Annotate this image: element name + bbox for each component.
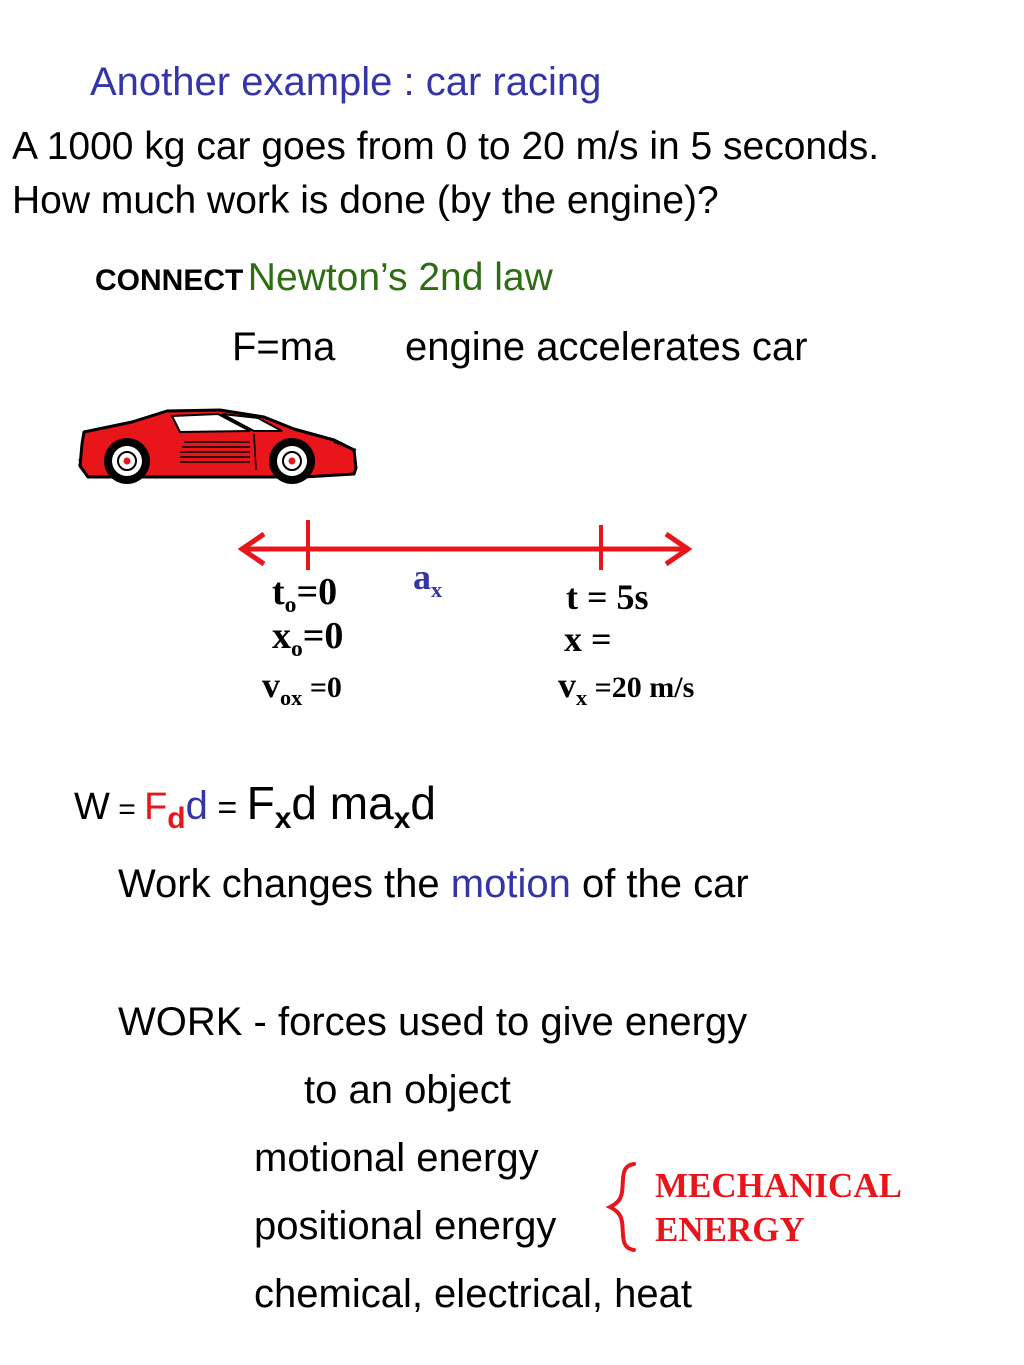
end-time: t = 5s [566,577,649,617]
start-position: xo=0 [272,615,344,663]
end-position: x = [564,619,612,659]
mechanical-energy-label-2: ENERGY [655,1210,805,1249]
work-definition-line-2: to an object [304,1068,511,1112]
start-time: to=0 [272,571,338,619]
newton-law: Newton’s 2nd law [247,256,553,299]
start-velocity: vox =0 [262,665,342,710]
motion-axis-arrow [237,520,693,570]
connect-keyword: CONNECT [95,264,244,297]
problem-line-1: A 1000 kg car goes from 0 to 20 m/s in 5… [12,125,880,168]
energy-type-motional: motional energy [254,1136,539,1180]
mechanical-energy-label-1: MECHANICAL [655,1166,902,1205]
motion-statement: Work changes the motion of the car [118,862,749,906]
energy-type-other: chemical, electrical, heat [254,1272,692,1316]
curly-brace-icon [605,1162,636,1252]
front-wheel [269,438,315,484]
work-definition-line-1: WORK - forces used to give energy [118,1000,748,1044]
problem-line-2: How much work is done (by the engine)? [12,179,719,222]
acceleration-label: ax [413,557,443,602]
motion-highlight: motion [450,862,571,906]
race-car-image [78,408,358,484]
rear-wheel [104,438,150,484]
fma-explanation: engine accelerates car [405,325,808,369]
connect-line: CONNECT Newton’s 2nd law [95,256,553,300]
end-velocity: vx =20 m/s [558,665,695,710]
energy-type-positional: positional energy [254,1204,557,1248]
slide-title: Another example : car racing [90,60,602,104]
work-equation: W = Fdd = Fxd maxd [74,777,436,835]
fma-formula: F=ma [232,325,336,369]
